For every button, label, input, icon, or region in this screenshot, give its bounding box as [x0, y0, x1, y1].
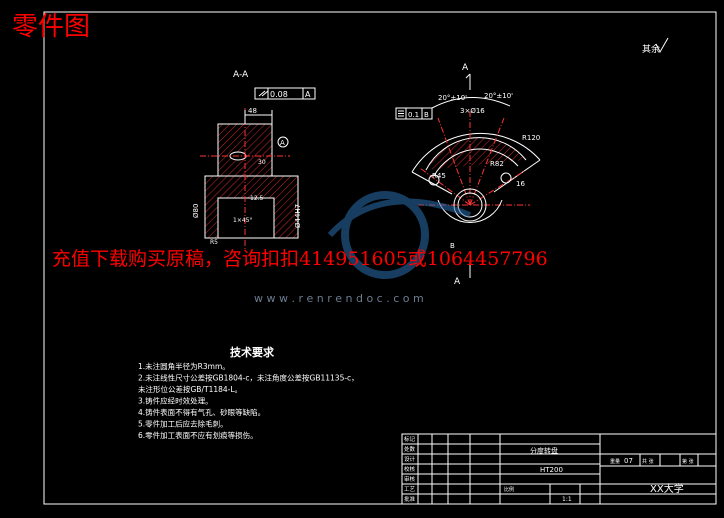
title-block — [401, 433, 717, 505]
roughness-symbol-icon — [655, 37, 669, 54]
arrow-a-bottom: A — [454, 277, 461, 287]
sheet-label: 共 张 — [642, 458, 654, 465]
dim-s1: 12.5 — [250, 195, 264, 202]
scale-label: 比例 — [504, 486, 514, 493]
section-view-a-a: 48 A Ø80 Ø44H7 1×45° R5 30 12.5 — [192, 107, 302, 250]
dim-30: 30 — [258, 159, 266, 166]
overlay-title: 零件图 — [12, 12, 91, 42]
front-view-sector: A A 0.1 B 20°±10' 20°±10' 3×Ø16 — [395, 63, 541, 287]
tech-item: 2.未注线性尺寸公差按GB1804-c，未注角度公差按GB11135-c， — [138, 373, 359, 383]
ratio: 1:1 — [562, 496, 572, 503]
watermark-url: w w w . r e n r e n d o c . c o m — [254, 292, 424, 305]
dim-bore: Ø44H7 — [294, 204, 302, 228]
watermark-logo — [327, 191, 472, 279]
dim-angle-right: 20°±10' — [484, 92, 513, 100]
weight-label: 重量 — [610, 458, 620, 465]
part-name: 分度转盘 — [530, 446, 558, 455]
arrow-a-top: A — [462, 63, 469, 73]
page-label: 第 张 — [682, 458, 694, 465]
title-row-label: 标记 — [404, 435, 416, 443]
flatness-datum: A — [305, 90, 311, 99]
title-row-label: 设计 — [404, 455, 416, 463]
school: XX大学 — [650, 482, 684, 495]
sym-tol-value: 0.1 — [408, 111, 419, 119]
dim-b: B — [450, 242, 455, 250]
title-row-label: 批准 — [404, 495, 416, 503]
dim-r45: R45 — [432, 172, 446, 180]
tech-item: 4.铸件表面不得有气孔、砂眼等缺陷。 — [138, 407, 265, 417]
drawing-frame — [43, 11, 717, 505]
drawing-no: 07 — [624, 457, 633, 465]
tech-items: 1.未注圆角半径为R3mm。 2.未注线性尺寸公差按GB1804-c，未注角度公差… — [138, 361, 359, 440]
title-row-label: 工艺 — [404, 486, 416, 493]
overlay-advert: 充值下载购买原稿，咨询扣扣414951605或1064457796 — [52, 248, 548, 270]
tech-item: 3.铸件应经时效处理。 — [138, 396, 213, 406]
sym-tol-datum: B — [424, 111, 429, 119]
dim-r82: R82 — [490, 160, 504, 168]
dim-r5: R5 — [210, 239, 218, 246]
dim-slot: 3×Ø16 — [460, 107, 485, 115]
tech-item: 5.零件加工后应去除毛刺。 — [138, 419, 228, 429]
dim-chamfer: 1×45° — [233, 217, 252, 224]
dim-angle-left: 20°±10' — [438, 94, 467, 102]
tech-item: 1.未注圆角半径为R3mm。 — [138, 361, 230, 371]
title-row-label: 校核 — [404, 465, 416, 473]
title-row-label: 处数 — [404, 445, 416, 453]
title-row-label: 审核 — [404, 475, 416, 483]
dim-diameter: Ø80 — [192, 204, 200, 218]
section-label: A-A — [233, 70, 249, 80]
dim-height: 48 — [248, 107, 257, 115]
material: HT200 — [540, 466, 563, 474]
circle-label: A — [280, 139, 285, 147]
dim-16: 16 — [516, 180, 525, 188]
tech-title: 技术要求 — [230, 345, 275, 359]
flatness-tolerance-frame: 0.08 A — [254, 87, 316, 100]
tech-item: 未注形位公差按GB/T1184-L。 — [138, 384, 242, 394]
tech-item: 6.零件加工表面不应有划痕等损伤。 — [138, 430, 258, 440]
dim-r120: R120 — [522, 134, 540, 142]
roughness-note: 其余 — [642, 43, 660, 55]
flatness-value: 0.08 — [270, 90, 288, 99]
